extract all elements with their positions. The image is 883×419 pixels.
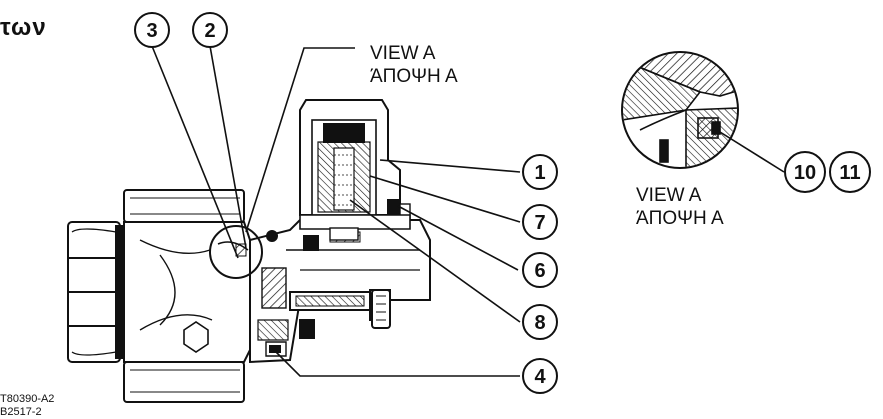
leader-view-a [245, 47, 355, 233]
callout-4: 4 [522, 358, 558, 394]
leader-7 [369, 175, 521, 223]
leader-3 [151, 45, 239, 259]
leader-6 [397, 205, 519, 271]
drawing-code-1: T80390-A2 [0, 393, 55, 405]
view-a-label-en: VIEW A [370, 43, 436, 64]
callout-10: 10 [784, 151, 826, 193]
leader-1 [379, 159, 521, 173]
view-a-detail-label-en: VIEW A [636, 185, 702, 206]
callout-2: 2 [192, 12, 228, 48]
view-a-label-detail: VIEW A ΆΠΟΨΗ Α [636, 184, 724, 230]
drawing-code-2: B2517-2 [0, 406, 42, 418]
callout-1: 1 [522, 154, 558, 190]
leader-8 [349, 199, 521, 323]
callout-3-label: 3 [146, 20, 157, 42]
view-a-circle-seat [235, 243, 247, 257]
callout-4-label: 4 [534, 366, 546, 388]
valve-body [123, 189, 251, 403]
callout-1-label: 1 [534, 162, 545, 184]
heading-fragment: των [0, 14, 47, 41]
callout-11-label: 11 [839, 162, 860, 184]
leader-2 [209, 45, 247, 249]
view-a-label-gr: ΆΠΟΨΗ Α [370, 66, 458, 87]
callout-7: 7 [522, 204, 558, 240]
view-a-circle [209, 225, 263, 279]
adjusting-screw [371, 289, 391, 329]
leader-10 [719, 131, 785, 173]
callout-6: 6 [522, 252, 558, 288]
callout-3: 3 [134, 12, 170, 48]
view-a-detail-label-gr: ΆΠΟΨΗ Α [636, 208, 724, 229]
regulator-mechanism [249, 219, 431, 364]
callout-11: 11 [829, 151, 871, 193]
spring-case [299, 99, 411, 241]
detail-view-a [621, 51, 739, 169]
callout-6-label: 6 [534, 260, 545, 282]
callout-8-label: 8 [534, 312, 545, 334]
callout-7-label: 7 [534, 212, 545, 234]
view-a-label-main: VIEW A ΆΠΟΨΗ Α [370, 42, 458, 88]
leader-lines [151, 45, 785, 377]
leader-4 [269, 345, 520, 377]
callout-2-label: 2 [204, 20, 215, 42]
inlet-end-nut [67, 221, 125, 363]
callout-8: 8 [522, 304, 558, 340]
callout-10-label: 10 [794, 162, 816, 184]
